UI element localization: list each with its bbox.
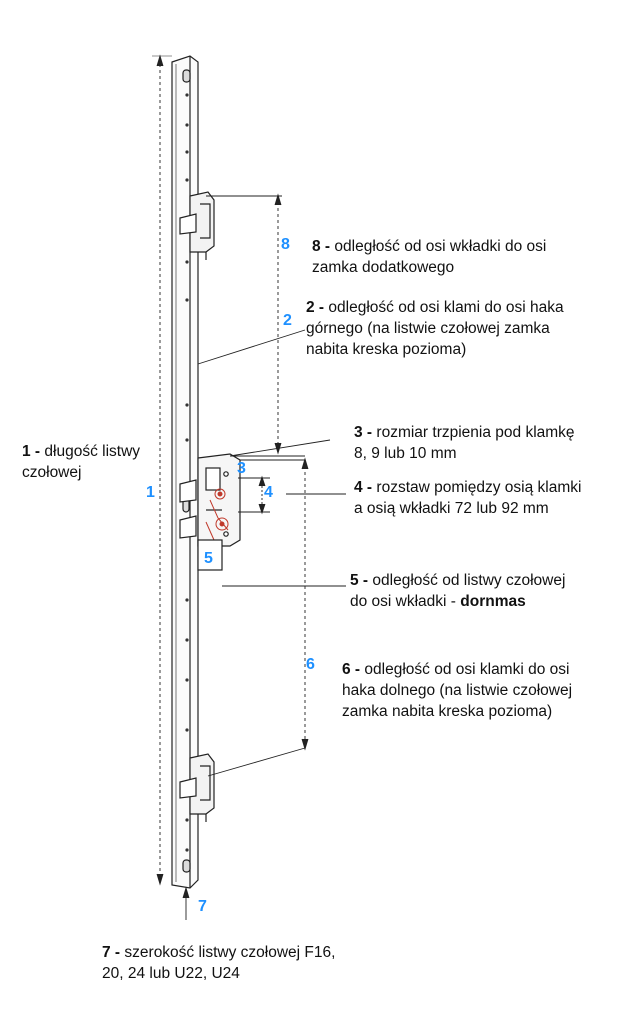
label-2: 2 - odległość od osi klami do osi haka g… (306, 299, 564, 358)
label-5: 5 - odległość od listwy czołowej do osi … (350, 572, 566, 610)
top-hook-lock (179, 191, 215, 260)
label-1: 1 - długość listwy czołowej (22, 443, 141, 481)
label-4: 4 - rozstaw pomiędzy osią klamki a osią … (354, 479, 582, 517)
main-lock-body (179, 453, 241, 547)
faceplate-holes (185, 93, 189, 852)
marker-3: 3 (237, 460, 246, 477)
dimension-lines (152, 54, 346, 920)
marker-6: 6 (306, 656, 315, 673)
bottom-hook-lock (179, 753, 215, 822)
marker-5: 5 (204, 550, 213, 567)
marker-8: 8 (281, 236, 290, 253)
label-3: 3 - rozmiar trzpienia pod klamkę 8, 9 lu… (354, 424, 575, 462)
label-6: 6 - odległość od osi klamki do osi haka … (342, 661, 573, 720)
marker-2: 2 (283, 312, 292, 329)
label-7: 7 - szerokość listwy czołowej F16, 20, 2… (102, 944, 336, 982)
marker-4: 4 (264, 484, 273, 501)
marker-1: 1 (146, 484, 155, 501)
label-8: 8 - odległość od osi wkładki do osi zamk… (312, 238, 547, 276)
marker-7: 7 (198, 898, 207, 915)
lock-mechanism (205, 488, 229, 541)
backset-plate (197, 539, 223, 571)
faceplate-strip (171, 55, 199, 889)
